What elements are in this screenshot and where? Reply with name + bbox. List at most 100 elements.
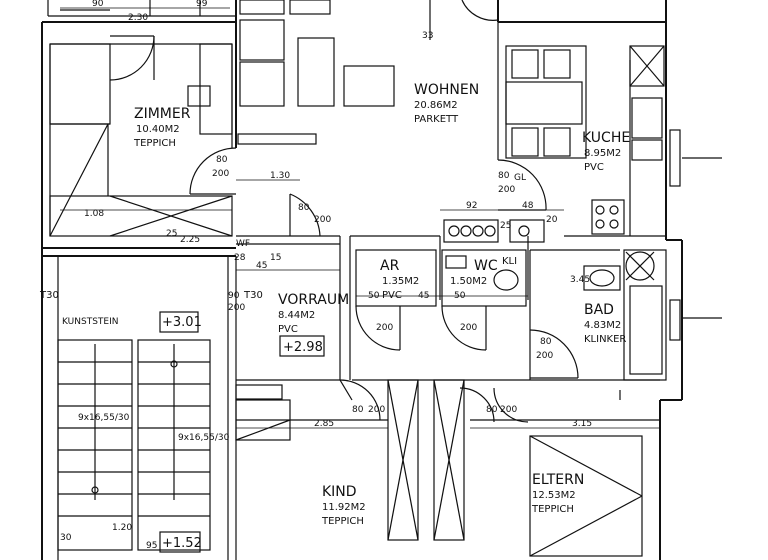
room-area: 1.50M2 — [450, 276, 487, 287]
room-name: AR — [380, 258, 400, 274]
room-floor: PVC — [382, 290, 402, 301]
room-label-wohnen: WOHNEN 20.86M2 PARKETT — [414, 82, 479, 125]
svg-text:200: 200 — [536, 351, 553, 361]
svg-text:28: 28 — [234, 253, 246, 263]
stairwell — [57, 256, 325, 560]
wf-label: WF — [236, 239, 250, 249]
svg-text:15: 15 — [270, 253, 281, 263]
zimmer-room — [49, 35, 233, 237]
room-label-kind: KIND 11.92M2 TEPPICH — [321, 484, 366, 527]
room-floor: KLINKER — [584, 334, 626, 345]
room-floor: TEPPICH — [133, 138, 176, 149]
svg-text:45: 45 — [256, 261, 267, 271]
room-label-ar: AR 1.35M2 PVC — [380, 258, 419, 301]
kunststein-label: KUNSTSTEIN — [62, 317, 118, 327]
svg-text:1.08: 1.08 — [84, 209, 104, 219]
svg-text:50: 50 — [454, 291, 466, 301]
room-floor: PVC — [584, 162, 604, 173]
room-label-vorraum: VORRAUM 8.44M2 PVC — [278, 292, 349, 335]
gl-label: GL — [514, 173, 526, 183]
svg-text:45: 45 — [418, 291, 429, 301]
room-floor: TEPPICH — [321, 516, 364, 527]
svg-text:33: 33 — [422, 31, 433, 41]
room-label-bad: BAD 4.83M2 KLINKER — [584, 302, 626, 345]
svg-text:80: 80 — [352, 405, 364, 415]
svg-text:50: 50 — [368, 291, 380, 301]
kitchen-room — [497, 22, 722, 237]
room-label-wc: WC 1.50M2 — [450, 258, 498, 287]
room-label-kuche: KUCHE 8.95M2 PVC — [582, 130, 630, 173]
svg-text:48: 48 — [522, 201, 534, 211]
svg-text:1.20: 1.20 — [112, 523, 132, 533]
room-label-zimmer: ZIMMER 10.40M2 TEPPICH — [133, 106, 191, 149]
svg-text:200: 200 — [368, 405, 385, 415]
room-name: BAD — [584, 302, 614, 318]
room-area: 11.92M2 — [322, 502, 366, 513]
kind-room — [235, 399, 388, 441]
ar-wc-rooms — [355, 249, 527, 351]
svg-text:25: 25 — [166, 229, 177, 239]
room-area: 1.35M2 — [382, 276, 419, 287]
svg-text:25: 25 — [500, 221, 511, 231]
t30-label: T30 — [39, 290, 59, 301]
svg-text:3.15: 3.15 — [572, 419, 592, 429]
level-marker: +1.52 — [162, 536, 202, 551]
room-name: KUCHE — [582, 130, 630, 146]
room-area: 8.44M2 — [278, 310, 315, 321]
level-marker: +3.01 — [162, 315, 202, 330]
svg-text:80: 80 — [540, 337, 552, 347]
svg-text:80: 80 — [486, 405, 498, 415]
svg-text:80: 80 — [216, 155, 228, 165]
svg-text:2.25: 2.25 — [180, 235, 200, 245]
room-name: WOHNEN — [414, 82, 479, 98]
room-label-eltern: ELTERN 12.53M2 TEPPICH — [531, 472, 584, 515]
dimension-lines — [60, 7, 660, 429]
t30-label: T30 — [243, 290, 263, 301]
room-name: ZIMMER — [134, 106, 191, 122]
room-name: VORRAUM — [278, 292, 349, 308]
svg-text:2.85: 2.85 — [314, 419, 334, 429]
room-area: 8.95M2 — [584, 148, 621, 159]
svg-text:92: 92 — [466, 201, 477, 211]
svg-text:20: 20 — [546, 215, 558, 225]
room-area: 20.86M2 — [414, 100, 458, 111]
room-name: ELTERN — [532, 472, 584, 488]
wohnen-furniture — [237, 0, 499, 145]
room-name: KIND — [322, 484, 357, 500]
svg-text:9x16,55/30: 9x16,55/30 — [78, 413, 130, 423]
dimension-texts: 90 99 2.30 33 80 200 1.30 80 200 80 200 … — [60, 0, 592, 551]
room-area: 10.40M2 — [136, 124, 180, 135]
svg-text:200: 200 — [500, 405, 517, 415]
svg-text:80: 80 — [498, 171, 510, 181]
svg-text:200: 200 — [314, 215, 331, 225]
room-floor: PARKETT — [414, 114, 459, 125]
svg-text:200: 200 — [376, 323, 393, 333]
kli-label: KLI — [502, 256, 517, 267]
svg-text:9x16,55/30: 9x16,55/30 — [178, 433, 230, 443]
svg-text:200: 200 — [498, 185, 515, 195]
svg-text:90: 90 — [92, 0, 104, 9]
svg-text:2.30: 2.30 — [128, 13, 148, 23]
svg-text:90: 90 — [228, 291, 240, 301]
svg-text:95: 95 — [146, 541, 157, 551]
room-area: 12.53M2 — [532, 490, 576, 501]
room-name: WC — [474, 258, 498, 274]
bad-room — [529, 249, 722, 381]
svg-text:80: 80 — [298, 203, 310, 213]
room-area: 4.83M2 — [584, 320, 621, 331]
svg-text:200: 200 — [228, 303, 245, 313]
door-zimmer — [189, 147, 237, 195]
corridor-walls — [236, 193, 545, 380]
svg-text:30: 30 — [60, 533, 72, 543]
room-floor: PVC — [278, 324, 298, 335]
svg-text:1.30: 1.30 — [270, 171, 290, 181]
room-floor: TEPPICH — [531, 504, 574, 515]
svg-text:99: 99 — [196, 0, 208, 9]
svg-text:200: 200 — [212, 169, 229, 179]
exterior-walls — [41, 0, 683, 560]
svg-text:200: 200 — [460, 323, 477, 333]
svg-text:3.45: 3.45 — [570, 275, 590, 285]
eltern-room — [470, 390, 660, 557]
level-marker: +2.98 — [283, 340, 323, 355]
